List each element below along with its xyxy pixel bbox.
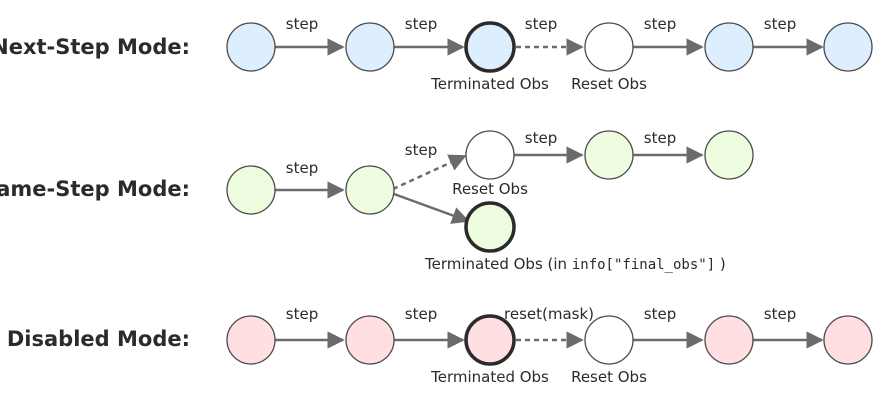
reset-obs-node [584,315,634,365]
obs-node [226,315,276,365]
terminated-obs-node [464,201,516,253]
reset-obs-label: Reset Obs [452,180,528,198]
obs-node [704,130,754,180]
edge-label: step [525,129,557,147]
edge-label: step [764,15,796,33]
reset-obs-node [584,22,634,72]
obs-node [345,315,395,365]
obs-node [704,315,754,365]
obs-node [226,22,276,72]
terminated-label-prefix: Terminated Obs (in [424,255,572,273]
terminated-obs-label: Terminated Obs (in info["final_obs"] ) [424,255,726,273]
same-step-edges [275,146,704,224]
edge-label: step [525,15,557,33]
terminated-label-suffix: ) [715,255,726,273]
obs-node [823,315,873,365]
edge-label: reset(mask) [504,305,594,323]
edge-label: step [405,141,437,159]
row-label-same-step: Same-Step Mode: [0,177,190,201]
edge-label: step [405,15,437,33]
reset-obs-node [465,130,515,180]
edge-label: step [286,159,318,177]
row-label-disabled: Disabled Mode: [7,327,190,351]
terminated-obs-label: Terminated Obs [430,368,549,386]
terminated-obs-node [464,21,516,73]
obs-node [345,22,395,72]
row-label-next-step: Next-Step Mode: [0,35,190,59]
edge-arrow [393,192,470,224]
edge-label: step [644,15,676,33]
obs-node [226,165,276,215]
obs-node [584,130,634,180]
edge-label: step [644,129,676,147]
edge-label: step [644,305,676,323]
reset-obs-label: Reset Obs [571,75,647,93]
terminated-obs-node [464,314,516,366]
edge-arrow-dashed [392,154,467,191]
edge-label: step [764,305,796,323]
obs-node [345,165,395,215]
obs-node [823,22,873,72]
edge-label: step [405,305,437,323]
edge-label: step [286,305,318,323]
obs-node [704,22,754,72]
terminated-obs-label: Terminated Obs [430,75,549,93]
reset-obs-label: Reset Obs [571,368,647,386]
edge-label: step [286,15,318,33]
final-obs-code: info["final_obs"] [572,257,715,273]
